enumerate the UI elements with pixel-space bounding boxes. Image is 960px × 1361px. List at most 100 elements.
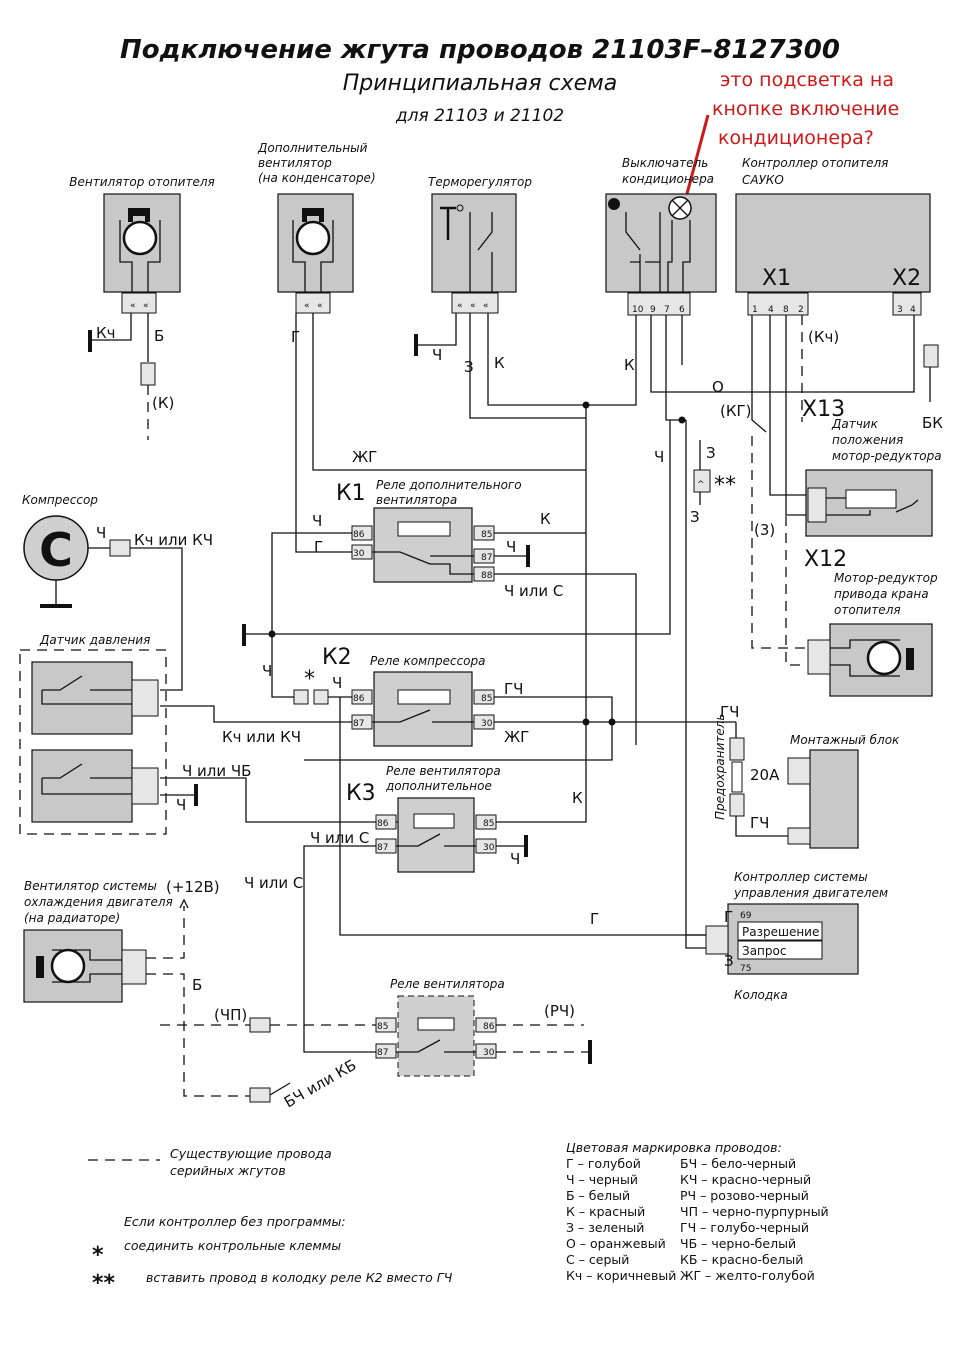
mount-block: Монтажный блок	[787, 733, 900, 849]
k3-pin-86: 86	[377, 819, 389, 829]
svg-text:«: «	[483, 301, 489, 311]
heater-fan: Вентилятор отопителя ««	[69, 175, 215, 314]
color-right-6: КБ – красно-белый	[680, 1252, 803, 1267]
k3-relay: Реле вентилятора дополнительное 86 87 85…	[375, 764, 501, 873]
color-right-7: ЖГ – желто-голубой	[680, 1268, 815, 1283]
fan-pin-87: 87	[377, 1048, 388, 1058]
wire-label-k-thermo: К	[494, 354, 505, 372]
ac-pin-10: 10	[632, 305, 644, 315]
ac-switch-label-1: Выключатель	[622, 156, 708, 170]
motor-label-3: отопителя	[834, 603, 901, 617]
wire-label-ch-k3: Ч	[510, 850, 520, 868]
legend-colors-right: БЧ – бело-черный КЧ – красно-черный РЧ –…	[680, 1156, 829, 1283]
legend-colors-title: Цветовая маркировка проводов:	[566, 1140, 782, 1155]
k3-label: К3	[346, 781, 376, 806]
wire-label-plus12: (+12В)	[166, 878, 220, 896]
heater-ctrl-label-1: Контроллер отопителя	[742, 156, 888, 170]
engine-controller: Контроллер системы управления двигателем…	[705, 870, 888, 1002]
sensor-label-2: положения	[832, 433, 903, 447]
color-left-4: З – зеленый	[566, 1220, 644, 1235]
wire-label-k-paren: (К)	[152, 394, 174, 412]
compressor-label: Компрессор	[22, 493, 98, 507]
k2-pin-87: 87	[353, 719, 364, 729]
legend-existing-1: Существующие провода	[170, 1146, 332, 1161]
wire-label-z3-paren: (3)	[754, 521, 775, 539]
mount-block-label: Монтажный блок	[790, 733, 900, 747]
extra-fan-label-1: Дополнительный	[257, 141, 368, 155]
wire-label-b-heater: Б	[154, 327, 164, 345]
legend-double-star: **	[92, 1271, 116, 1296]
fan-pin-85: 85	[377, 1022, 388, 1032]
wire-label-gch-block: ГЧ	[750, 814, 769, 832]
k3-pin-87: 87	[377, 843, 388, 853]
cooling-fan-label-1: Вентилятор системы	[24, 879, 157, 893]
x12-label: X12	[804, 547, 847, 572]
color-right-0: БЧ – бело-черный	[680, 1156, 796, 1171]
wire-label-ch-pressure: Ч	[176, 796, 186, 814]
cooling-fan: Вентилятор системы охлаждения двигателя …	[23, 879, 173, 1003]
heater-fan-label: Вентилятор отопителя	[69, 175, 214, 189]
k1-relay-label-2: вентилятора	[376, 493, 457, 507]
color-right-3: ЧП – черно-пурпурный	[680, 1204, 829, 1219]
ac-pin-7: 7	[664, 305, 670, 315]
fan-pin-30: 30	[483, 1048, 495, 1058]
color-left-6: С – серый	[566, 1252, 629, 1267]
sensor-label-1: Датчик	[831, 417, 879, 431]
x1-label: X1	[762, 266, 791, 291]
k1-pin-88: 88	[481, 571, 493, 581]
wire-label-gch-k2: ГЧ	[504, 680, 523, 698]
heater-ctrl-label-2: САУКО	[742, 173, 784, 187]
gear-icon	[608, 198, 620, 210]
k2-pin-86: 86	[353, 694, 365, 704]
k1-pin-30: 30	[353, 549, 365, 559]
color-right-2: РЧ – розово-черный	[680, 1188, 809, 1203]
cooling-fan-label-3: (на радиаторе)	[24, 911, 120, 925]
wire-label-ch-compressor: Ч	[96, 524, 106, 542]
wire-label-ch-thermo: Ч	[432, 346, 442, 364]
k2-pin-30: 30	[481, 719, 493, 729]
color-right-4: ГЧ – голубо-черный	[680, 1220, 809, 1235]
wire-label-kch-paren: (Кч)	[808, 328, 839, 346]
ac-pin-9: 9	[650, 305, 656, 315]
k1-pin-85: 85	[481, 530, 492, 540]
fan-relay: Реле вентилятора 85 87 86 30	[375, 977, 505, 1077]
color-left-3: К – красный	[566, 1204, 645, 1219]
k3-pin-30: 30	[483, 843, 495, 853]
wire-label-k-acsw: К	[624, 356, 635, 374]
wire-label-g-ecu-pin: Г	[724, 908, 733, 926]
compressor: Компрессор C	[22, 493, 98, 608]
x1-pin-4: 4	[768, 305, 774, 315]
color-left-0: Г – голубой	[566, 1156, 641, 1171]
k3-relay-label-2: дополнительное	[385, 779, 492, 793]
wire-label-kg-paren: (КГ)	[720, 402, 752, 420]
k3-pin-85: 85	[483, 819, 494, 829]
motor-reducer: Мотор-редуктор привода крана отопителя	[807, 571, 938, 697]
position-sensor: Датчик положения мотор-редуктора	[805, 417, 942, 537]
wire-label-zhg-top: ЖГ	[352, 448, 377, 466]
legend-star-note: соединить контрольные клеммы	[124, 1238, 341, 1253]
annotation-line-2: кнопке включение	[712, 98, 899, 120]
x13-label: X13	[802, 397, 845, 422]
x2-pin-3: 3	[897, 305, 903, 315]
wire-label-bk: БК	[922, 414, 943, 432]
extra-fan: Дополнительный вентилятор (на конденсато…	[257, 141, 376, 314]
k1-relay-label-1: Реле дополнительного	[376, 478, 522, 492]
wire-label-g-k1: Г	[314, 538, 323, 556]
ecu-request: Запрос	[742, 944, 786, 958]
svg-text:«: «	[143, 301, 149, 311]
wire-label-ch-k1-out: Ч	[506, 538, 516, 556]
motor-label-1: Мотор-редуктор	[834, 571, 938, 585]
ecu-pin-75: 75	[740, 964, 751, 974]
pressure-sensor: Датчик давления	[19, 633, 167, 835]
ac-switch: Выключатель кондиционера 10 9 7 6	[605, 156, 717, 316]
wire-label-ch-or-s-k3: Ч или С	[310, 829, 369, 847]
ac-switch-label-2: кондиционера	[622, 172, 714, 186]
wire-label-zhg-k2: ЖГ	[504, 728, 529, 746]
extra-fan-label-3: (на конденсаторе)	[258, 171, 376, 185]
cooling-fan-label-2: охлаждения двигателя	[24, 895, 173, 909]
double-star-mark: **	[714, 473, 736, 498]
fan-relay-label: Реле вентилятора	[390, 977, 505, 991]
color-left-2: Б – белый	[566, 1188, 630, 1203]
